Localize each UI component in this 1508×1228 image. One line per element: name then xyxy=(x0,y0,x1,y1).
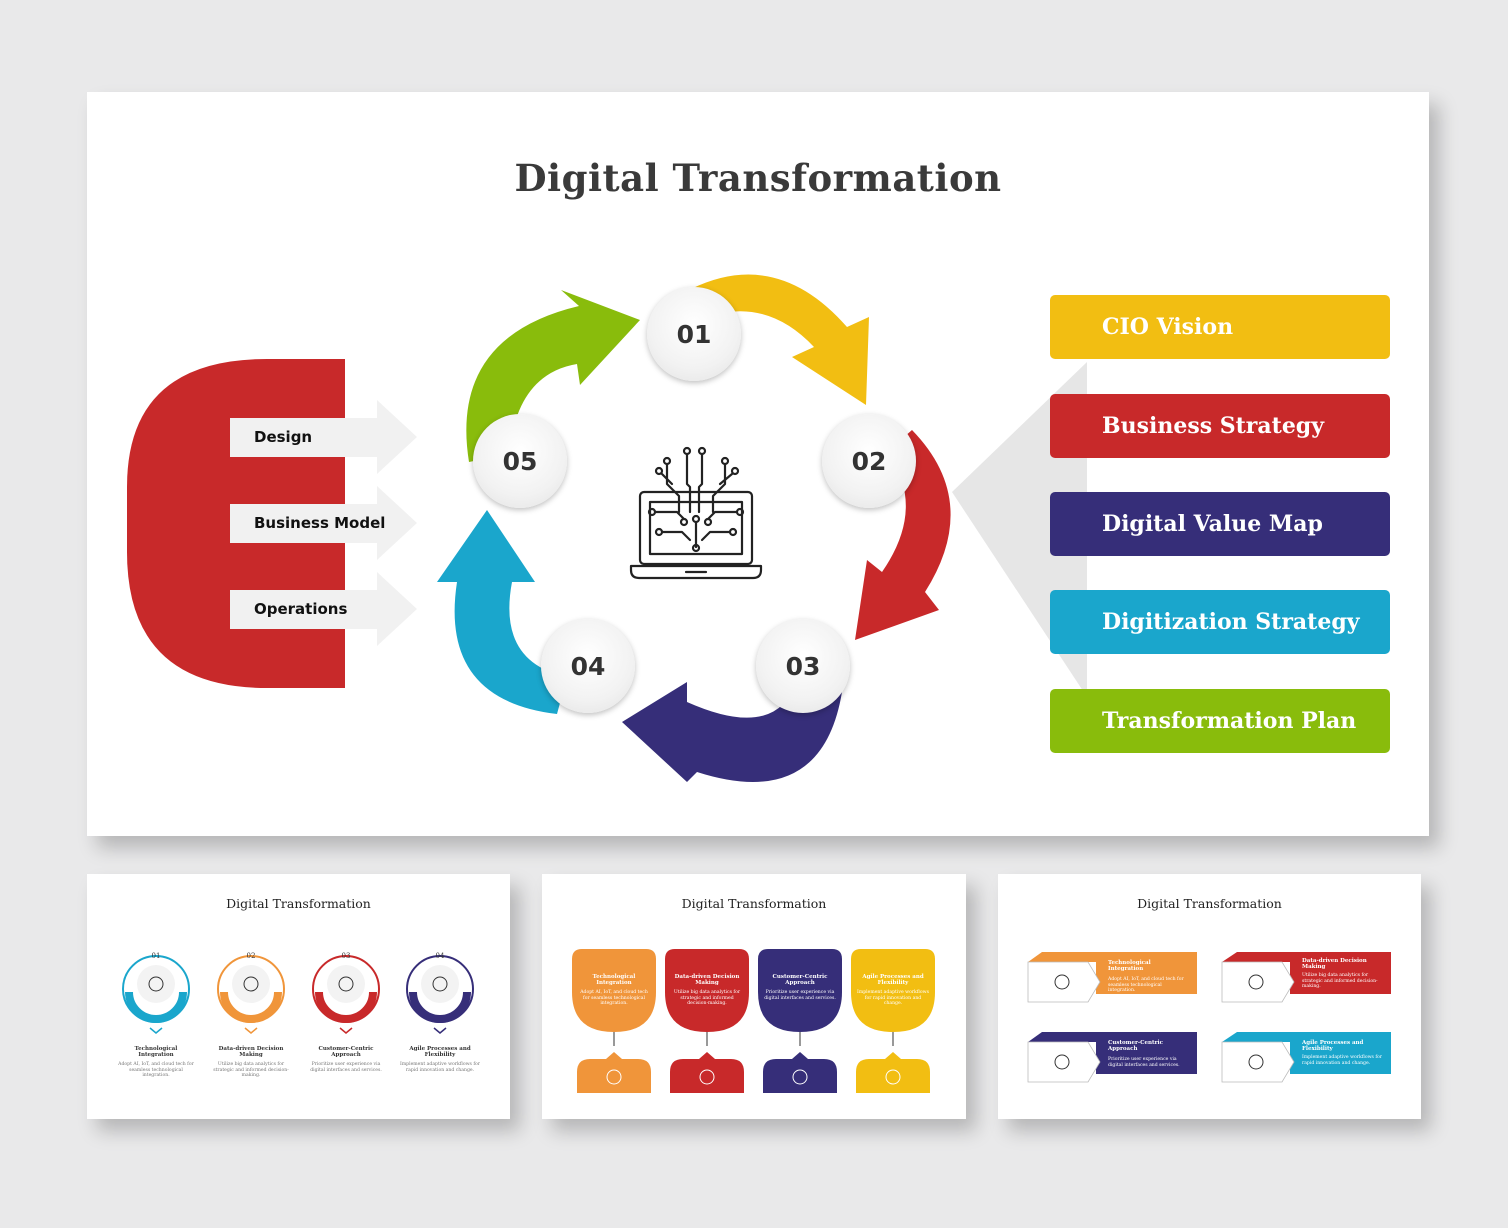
thumb3-shapes xyxy=(1027,952,1391,1083)
thumb1-head-3: Customer-Centric Approach xyxy=(318,1046,374,1059)
thumb3-desc-3: Prioritize user experience via digital i… xyxy=(1108,1057,1180,1068)
step-03: 03 xyxy=(756,619,850,713)
step-04: 04 xyxy=(541,619,635,713)
thumb1-head-1: Technological Integration xyxy=(134,1046,178,1059)
thumb1-num-4: 04 xyxy=(435,952,445,960)
thumb1-desc-3: Prioritize user experience via digital i… xyxy=(310,1062,382,1073)
thumb3-desc-4: Implement adaptive workflows for rapid i… xyxy=(1302,1055,1383,1066)
thumb1-num-1: 01 xyxy=(151,952,161,960)
thumb3-head-1: Technological Integration xyxy=(1108,960,1151,973)
thumb1-title: Digital Transformation xyxy=(226,896,371,911)
cycle-arrow-red xyxy=(855,430,951,640)
step-02: 02 xyxy=(822,414,916,508)
thumb1-rings xyxy=(122,955,474,1034)
thumb2-desc-4: Implement adaptive workflows for rapid i… xyxy=(857,990,929,1006)
thumb1-num-2: 02 xyxy=(246,952,256,960)
thumb3-desc-2: Utilize big data analytics for strategic… xyxy=(1302,973,1378,989)
thumb2-title: Digital Transformation xyxy=(681,896,827,911)
laptop-circuit-icon xyxy=(629,446,763,580)
thumb3-head-3: Customer-Centric Approach xyxy=(1108,1040,1163,1053)
design-arrow xyxy=(230,400,417,474)
left-item-operations: Operations xyxy=(254,600,348,618)
left-item-business-model: Business Model xyxy=(254,514,386,532)
thumb3-head-2: Data-driven Decision Making xyxy=(1302,958,1367,971)
slide-title: Digital Transformation xyxy=(514,156,1002,200)
thumb2-head-1: Technological Integration xyxy=(592,974,636,987)
thumb1-desc-1: Adopt AI, IoT, and cloud tech for seamle… xyxy=(118,1062,194,1078)
thumb1-head-2: Data-driven Decision Making xyxy=(218,1046,284,1059)
thumb2-desc-3: Prioritize user experience via digital i… xyxy=(764,990,836,1001)
thumbnail-slide-3[interactable]: Digital Transformation Technological Int… xyxy=(998,874,1421,1119)
operations-arrow xyxy=(230,572,417,646)
business-model-arrow xyxy=(230,486,417,560)
step-05: 05 xyxy=(473,414,567,508)
thumb2-desc-1: Adopt AI, IoT, and cloud tech for seamle… xyxy=(580,990,648,1006)
bar-cio-vision: CIO Vision xyxy=(1050,295,1390,359)
thumb1-head-4: Agile Processes and Flexibility xyxy=(409,1046,471,1059)
thumb2-shapes xyxy=(572,949,935,1093)
thumb2-head-4: Agile Processes and Flexibility xyxy=(862,974,924,987)
bar-transformation-plan: Transformation Plan xyxy=(1050,689,1390,753)
thumb3-head-4: Agile Processes and Flexibility xyxy=(1302,1040,1364,1053)
thumb2-desc-2: Utilize big data analytics for strategic… xyxy=(673,990,741,1006)
left-item-design: Design xyxy=(254,428,313,446)
thumb1-desc-4: Implement adaptive workflows for rapid i… xyxy=(400,1062,481,1073)
thumbnail-slide-1[interactable]: Digital Transformation 01 02 xyxy=(87,874,510,1119)
cycle-arrow-yellow xyxy=(691,274,869,405)
thumb1-desc-2: Utilize big data analytics for strategic… xyxy=(213,1062,289,1078)
bar-business-strategy: Business Strategy xyxy=(1050,394,1390,458)
bar-digital-value-map: Digital Value Map xyxy=(1050,492,1390,556)
thumb1-num-3: 03 xyxy=(341,952,351,960)
thumb2-head-3: Customer-Centric Approach xyxy=(772,974,828,987)
bar-digitization-strategy: Digitization Strategy xyxy=(1050,590,1390,654)
thumb3-title: Digital Transformation xyxy=(1137,896,1282,911)
thumb3-desc-1: Adopt AI, IoT, and cloud tech for seamle… xyxy=(1108,977,1184,993)
main-slide[interactable]: Digital Transformation xyxy=(87,92,1429,836)
thumb2-head-2: Data-driven Decision Making xyxy=(674,974,740,987)
thumbnail-slide-2[interactable]: Digital Transformation Technological Int… xyxy=(542,874,966,1119)
step-01: 01 xyxy=(647,287,741,381)
cycle-arrow-blue xyxy=(437,510,567,714)
